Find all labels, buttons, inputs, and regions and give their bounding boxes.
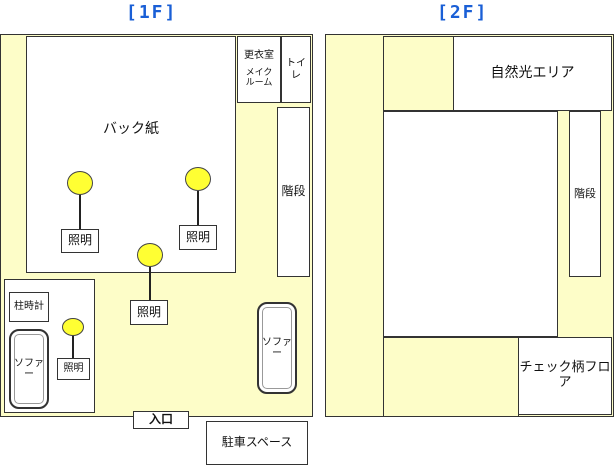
floor-label-1f: [1F]	[126, 2, 178, 23]
toilet: トイレ	[281, 36, 311, 103]
light-3-label-box: 照明	[130, 300, 168, 325]
gallery-stripe	[383, 36, 454, 111]
light-1-label-box: 照明	[61, 229, 99, 253]
checkered-floor-label: チェック柄フロア	[519, 360, 611, 390]
stairs-1f: 階段	[277, 107, 310, 277]
light-4-stem	[72, 336, 74, 358]
sofa-right: ソファー	[257, 302, 297, 394]
stairs-2f: 階段	[569, 111, 601, 277]
light-1-lamp	[67, 171, 93, 195]
makeup-room-label: メイク ルーム	[245, 67, 273, 89]
stairs-1f-label: 階段	[281, 184, 306, 199]
toilet-label: トイレ	[286, 58, 306, 81]
light-4-label: 照明	[63, 363, 84, 375]
natural-light-area: 自然光エリア	[453, 36, 612, 111]
changing-room: 更衣室 メイク ルーム	[237, 36, 281, 103]
pillar-clock-label: 柱時計	[14, 301, 44, 313]
stairs-2f-label: 階段	[574, 186, 596, 200]
sofa-right-label: ソファー	[262, 336, 292, 360]
entrance-label: 入口	[148, 412, 173, 427]
light-2-stem	[197, 191, 199, 225]
pillar-clock: 柱時計	[9, 292, 49, 322]
light-2-label: 照明	[185, 229, 210, 244]
natural-light-label: 自然光エリア	[490, 65, 575, 82]
light-4-lamp	[62, 318, 84, 336]
light-4-label-box: 照明	[57, 358, 90, 380]
light-3-stem	[149, 267, 151, 300]
sofa-left: ソファー	[9, 329, 49, 409]
changing-room-label: 更衣室	[244, 50, 274, 62]
light-2-label-box: 照明	[179, 225, 217, 250]
light-1-label: 照明	[67, 233, 92, 248]
entrance: 入口	[133, 411, 189, 429]
floor-label-2f: [2F]	[437, 2, 489, 23]
light-3-lamp	[137, 243, 163, 267]
parking-space: 駐車スペース	[206, 421, 308, 465]
checkered-floor: チェック柄フロア	[518, 337, 612, 415]
sofa-left-label: ソファー	[14, 357, 44, 381]
lower-stripe-2f	[383, 337, 519, 417]
backdrop-label: バック紙	[103, 121, 159, 137]
parking-label: 駐車スペース	[221, 435, 293, 450]
open-studio-2f	[383, 111, 558, 337]
light-3-label: 照明	[136, 304, 161, 319]
light-2-lamp	[185, 167, 211, 191]
light-1-stem	[79, 195, 81, 229]
